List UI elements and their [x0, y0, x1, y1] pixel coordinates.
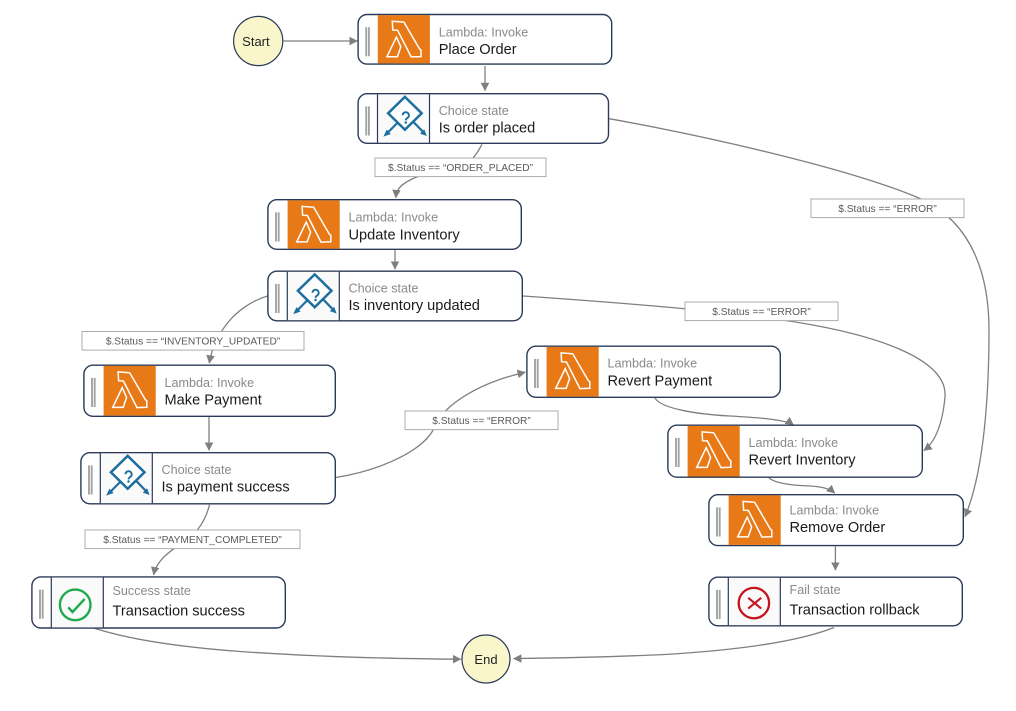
- svg-text:Choice state: Choice state: [162, 463, 232, 477]
- svg-text:Place Order: Place Order: [439, 42, 517, 58]
- svg-text:Lambda: Invoke: Lambda: Invoke: [749, 436, 839, 450]
- svg-text:$.Status == “ORDER_PLACED”: $.Status == “ORDER_PLACED”: [388, 163, 534, 174]
- svg-text:End: End: [474, 652, 497, 667]
- svg-text:Lambda: Invoke: Lambda: Invoke: [349, 210, 439, 224]
- svg-text:Start: Start: [242, 34, 270, 49]
- svg-text:$.Status == “ERROR”: $.Status == “ERROR”: [432, 416, 531, 427]
- svg-text:$.Status == “ERROR”: $.Status == “ERROR”: [712, 307, 811, 318]
- svg-text:Is payment success: Is payment success: [162, 480, 290, 496]
- svg-text:Is order placed: Is order placed: [439, 121, 536, 137]
- svg-text:Success state: Success state: [113, 584, 191, 598]
- svg-text:Revert Payment: Revert Payment: [608, 373, 713, 389]
- svg-text:Update Inventory: Update Inventory: [349, 227, 461, 243]
- svg-text:Remove Order: Remove Order: [790, 520, 886, 536]
- svg-text:Lambda: Invoke: Lambda: Invoke: [165, 376, 255, 390]
- svg-text:Lambda: Invoke: Lambda: Invoke: [608, 356, 698, 370]
- svg-text:$.Status == “PAYMENT_COMPLETED: $.Status == “PAYMENT_COMPLETED”: [103, 535, 282, 546]
- svg-text:$.Status == “INVENTORY_UPDATED: $.Status == “INVENTORY_UPDATED”: [106, 336, 281, 347]
- svg-text:Revert Inventory: Revert Inventory: [749, 453, 857, 469]
- svg-text:Make Payment: Make Payment: [165, 392, 262, 408]
- svg-text:Transaction rollback: Transaction rollback: [790, 603, 921, 619]
- svg-text:Fail state: Fail state: [790, 583, 841, 597]
- svg-text:Choice state: Choice state: [439, 104, 509, 118]
- svg-text:Is inventory updated: Is inventory updated: [349, 298, 480, 314]
- svg-text:$.Status == “ERROR”: $.Status == “ERROR”: [838, 204, 937, 215]
- svg-text:Lambda: Invoke: Lambda: Invoke: [790, 504, 880, 518]
- svg-text:Transaction success: Transaction success: [113, 603, 245, 619]
- svg-text:Choice state: Choice state: [349, 282, 419, 296]
- svg-text:Lambda: Invoke: Lambda: Invoke: [439, 25, 529, 39]
